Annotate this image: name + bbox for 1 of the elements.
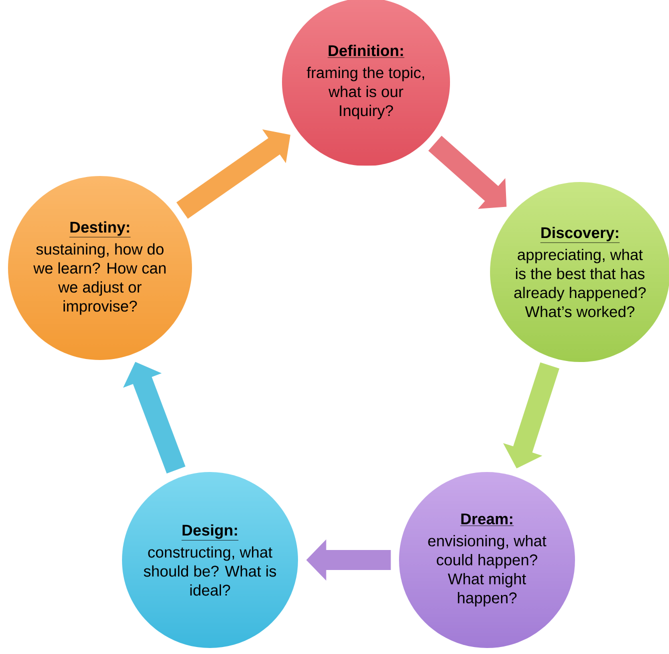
block-arrow: [176, 129, 290, 219]
